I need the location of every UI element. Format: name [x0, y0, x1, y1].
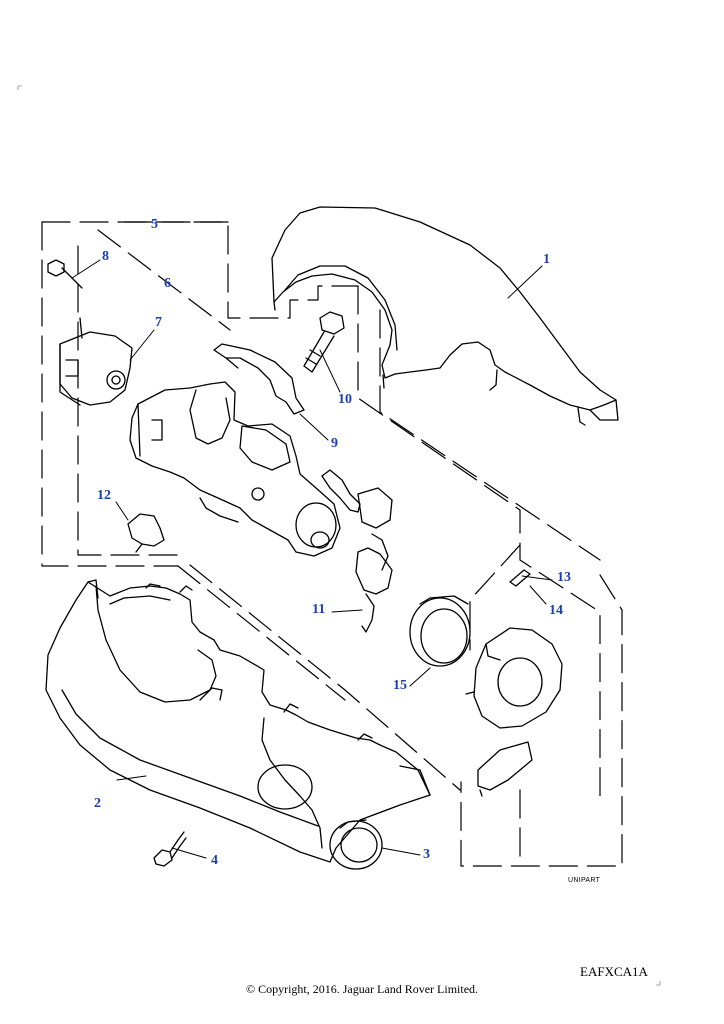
part-1-upper-shroud	[271, 206, 619, 426]
callout-11[interactable]: 11	[312, 602, 326, 617]
group-outline-lines	[41, 221, 623, 867]
callout-7[interactable]: 7	[155, 315, 162, 330]
part-15-bezel-ring	[409, 595, 471, 667]
callout-9[interactable]: 9	[331, 436, 338, 451]
diagram-reference-code: EAFXCA1A	[580, 964, 648, 979]
copyright-notice: © Copyright, 2016. Jaguar Land Rover Lim…	[245, 982, 479, 996]
part-8-screw	[47, 259, 83, 289]
part-13-clockspring	[465, 627, 563, 797]
part-4-screw	[153, 831, 187, 867]
callout-1[interactable]: 1	[543, 252, 550, 267]
callout-13[interactable]: 13	[557, 570, 571, 585]
callout-2[interactable]: 2	[94, 796, 101, 811]
part-3-grommet	[329, 819, 383, 870]
part-9-bracket	[213, 343, 305, 415]
part-7-ignition-switch	[59, 317, 133, 406]
callout-8[interactable]: 8	[102, 249, 109, 264]
callout-10[interactable]: 10	[338, 392, 352, 407]
corner-marks	[17, 85, 661, 986]
callout-12[interactable]: 12	[97, 488, 111, 503]
callout-15[interactable]: 15	[393, 678, 407, 693]
part-2-lower-shroud	[45, 579, 431, 863]
unipart-label: UNIPART	[568, 877, 601, 884]
callout-14[interactable]: 14	[549, 603, 563, 618]
part-11-keys	[321, 469, 393, 633]
callout-6[interactable]: 6	[164, 276, 171, 291]
leader-lines	[71, 259, 553, 859]
part-12-clip	[127, 513, 165, 553]
steering-lock-housing	[129, 381, 341, 557]
callout-5[interactable]: 5	[151, 217, 158, 232]
callout-4[interactable]: 4	[211, 853, 218, 868]
part-14-pin	[509, 569, 531, 587]
part-10-bolt	[303, 311, 345, 373]
callout-3[interactable]: 3	[423, 847, 430, 862]
